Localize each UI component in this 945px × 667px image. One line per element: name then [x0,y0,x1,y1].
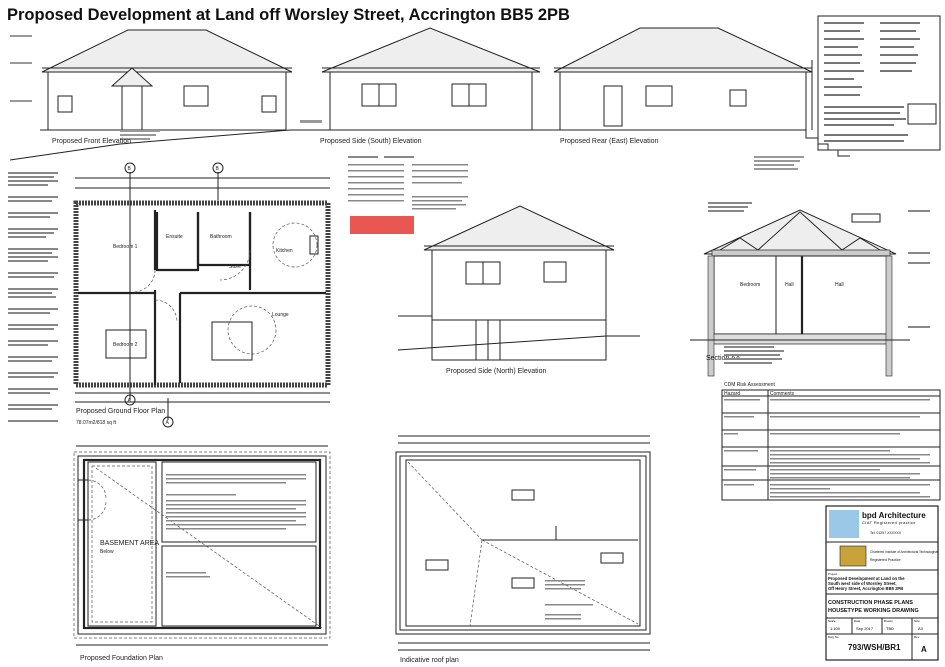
revision: A [921,645,927,654]
date-label: Date [854,619,861,623]
drawn-label: Drawn [884,619,893,623]
foundation-plan: BASEMENT AREA Below Proposed Foundation … [73,445,331,662]
sheet-title: Proposed Development at Land off Worsley… [7,6,570,24]
practice-phone: Tel: 01257 XXXXXX [870,531,902,535]
side-south-elevation-label: Proposed Side (South) Elevation [320,138,422,145]
room-ensuite: Ensuite [166,234,183,240]
date-value: Sep 2017 [856,626,874,631]
grid-marker-b-top: B [128,166,132,172]
practice-sub: CIAT Registered practice [862,520,916,525]
section-room-3: Hall [835,282,844,288]
institute-crest [839,545,867,567]
dwg-no-label: Dwg No [828,635,839,639]
rear-east-elevation: Proposed Rear (East) Elevation [548,27,850,170]
basement-area-label: BASEMENT AREA [100,540,159,547]
grid-marker-b-top-right: B [216,166,220,172]
scale-label: Scale [828,619,836,623]
project-line-3: Off Henry Street, Accrington BB5 2PB [828,586,903,591]
room-bathroom: Bathroom [210,234,232,240]
grid-marker-a-bottom-right: A [166,420,170,426]
front-elevation-label: Proposed Front Elevation [52,138,131,145]
side-north-elevation: Proposed Side (North) Elevation [397,205,640,375]
section-room-1: Bedroom [740,282,760,288]
room-kitchen: Kitchen [276,248,293,254]
scale-value: 1:100 [830,626,841,631]
size-value: A3 [918,626,924,631]
section-room-2: Hall [785,282,794,288]
ground-floor-area: 78.07m2/818 sq ft [76,420,117,426]
room-lounge: Lounge [272,312,289,318]
title-block: bpd Architecture CIAT Registered practic… [825,505,939,661]
warning-note-box [350,216,414,234]
ground-floor-plan-label: Proposed Ground Floor Plan [76,408,165,415]
room-bedroom1: Bedroom 1 [113,244,138,250]
cdm-header-hazard: Hazard [724,391,740,397]
drawing-number: 793/WSH/BR1 [848,643,901,652]
institute-sub: Registered Practice [870,558,901,562]
room-bedroom2: Bedroom 2 [113,342,138,348]
project-line-1: Proposed Development at Land on the [828,576,905,581]
room-store: Store [229,264,241,270]
side-south-elevation: Proposed Side (South) Elevation [300,27,550,145]
basement-area-sub: Below [100,549,114,555]
roof-plan: Indicative roof plan [395,435,651,664]
foundation-plan-label: Proposed Foundation Plan [80,655,163,662]
practice-logo [829,510,859,538]
schedule-tables [348,156,468,234]
rev-label: Rev [914,635,920,639]
legend-box [817,15,941,151]
section-aa: Bedroom Hall Hall Section AA [690,202,930,377]
notes-column [8,172,58,422]
practice-name: bpd Architecture [862,511,926,520]
institute-name: Chartered Institute of Architectural Tec… [870,550,939,554]
rear-east-elevation-label: Proposed Rear (East) Elevation [560,138,659,145]
project-label: Project [828,572,838,576]
project-line-2: South west side of Worsley Street, [828,581,897,586]
grid-marker-a-bottom: A [128,398,132,404]
drawing-title-1: CONSTRUCTION PHASE PLANS [828,600,913,606]
ground-floor-plan: Bedroom 1 Ensuite Bathroom Kitchen Store… [73,162,331,428]
section-aa-label: Section AA [706,355,741,362]
cdm-header-comments: Comments [770,391,795,397]
front-elevation: Proposed Front Elevation [9,29,316,161]
roof-plan-label: Indicative roof plan [400,657,459,664]
drawing-title-2: HOUSETYPE WORKING DRAWING [828,608,919,614]
drawn-value: TBD [886,626,894,631]
cdm-title: CDM Risk Assessment [724,382,775,388]
size-label: Size [914,619,920,623]
cdm-risk-table: CDM Risk Assessment Hazard Comments [721,382,941,501]
side-north-elevation-label: Proposed Side (North) Elevation [446,368,546,375]
